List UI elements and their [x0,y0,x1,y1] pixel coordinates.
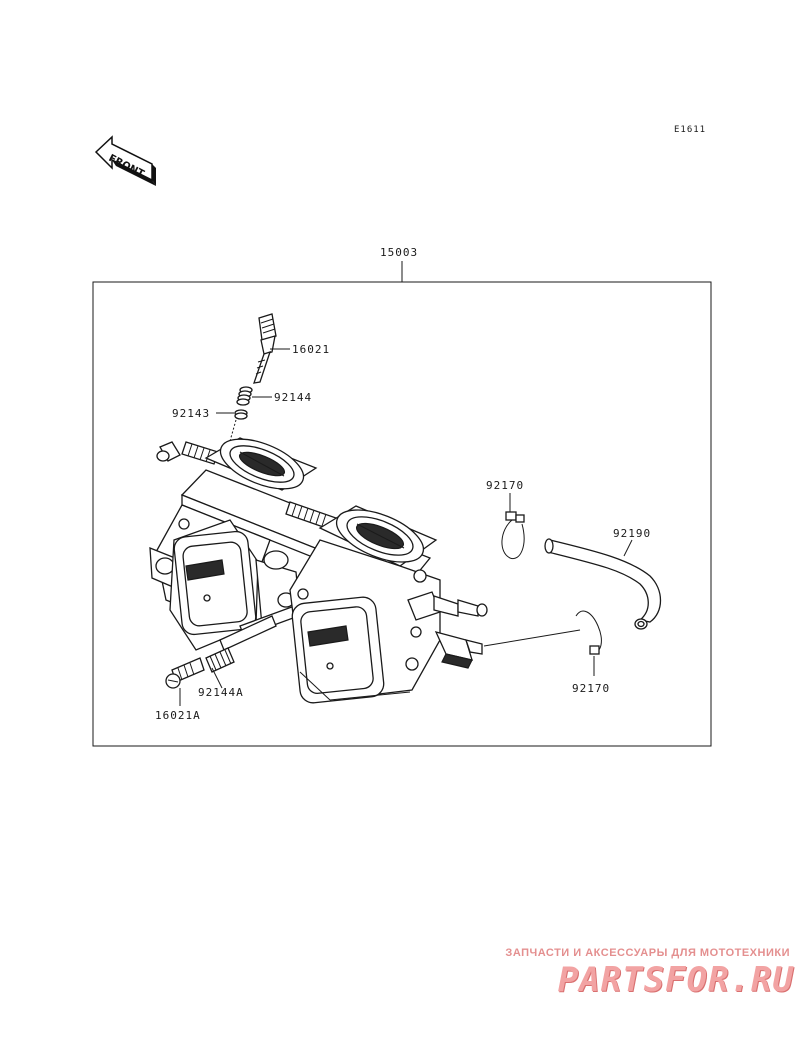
label-92170-bottom: 92170 [572,682,610,695]
hose-92190 [544,538,662,630]
label-16021: 16021 [292,343,330,356]
fuel-fitting [407,591,488,621]
front-arrow-icon: FRONT [94,135,156,186]
label-92144A: 92144A [198,686,244,699]
watermark-logo: PARTSFOR.RU [557,960,794,1000]
vent-fitting [434,631,483,669]
label-16021A: 16021A [155,709,201,722]
keihin-badge-right [307,625,349,647]
label-92144: 92144 [274,391,312,404]
hose-routing-line [483,629,581,647]
throttle-stop-screw [156,441,219,465]
carburetor-assembly [149,437,488,704]
clamp-92170-top [501,511,525,560]
keihin-badge-left [185,559,225,581]
spring-92144 [236,386,253,406]
label-92170-top: 92170 [486,479,524,492]
watermark-tagline: ЗАПЧАСТИ И АКСЕССУАРЫ ДЛЯ МОТОТЕХНИКИ [505,947,790,959]
assembly-frame [92,281,712,747]
diagram-code: E1611 [674,125,706,135]
spring-92144A [205,647,235,673]
pilot-screw-16021 [253,313,277,384]
label-92143: 92143 [172,407,210,420]
label-92190: 92190 [613,527,651,540]
screw-16021A [165,657,205,689]
washer-92143 [234,409,248,420]
clamp-92170-bottom [575,610,602,655]
assembly-number: 15003 [380,246,418,259]
